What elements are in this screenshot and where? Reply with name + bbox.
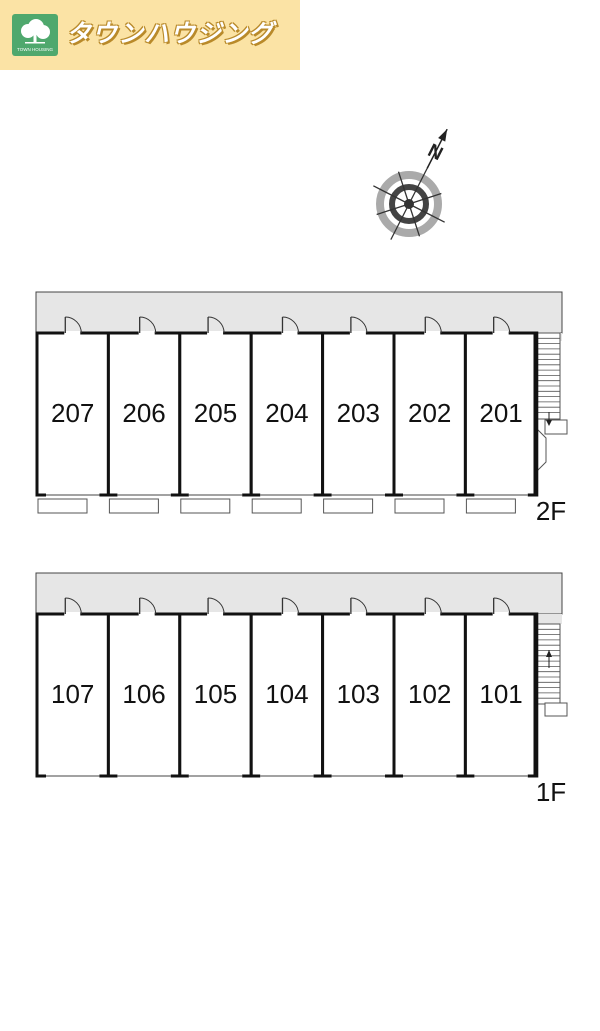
room-number: 206 — [122, 398, 165, 428]
room-number: 203 — [337, 398, 380, 428]
room-number: 207 — [51, 398, 94, 428]
door-icon — [424, 597, 442, 616]
floor-2f: 207 206 205 204 203 202 201 2F — [35, 291, 568, 526]
room-number: 204 — [265, 398, 308, 428]
floor-label: 1F — [536, 777, 566, 807]
balcony — [394, 498, 445, 514]
door-icon — [349, 316, 368, 335]
door-icon — [138, 597, 157, 616]
room-number: 201 — [479, 398, 522, 428]
door-icon — [492, 597, 511, 616]
balcony — [180, 498, 231, 514]
room-number: 106 — [122, 679, 165, 709]
logo-subtext: TOWN HOUSING — [17, 47, 53, 52]
corridor — [35, 291, 563, 334]
room-207: 207 — [35, 316, 110, 497]
room-number: 104 — [265, 679, 308, 709]
room-number: 107 — [51, 679, 94, 709]
north-arrow-icon — [426, 128, 448, 169]
room-201: 201 — [463, 316, 539, 497]
room-103: 103 — [321, 597, 396, 778]
room-number: 205 — [194, 398, 237, 428]
room-102: 102 — [392, 597, 467, 778]
balcony — [251, 498, 302, 514]
room-202: 202 — [392, 316, 467, 497]
door-icon — [281, 597, 299, 616]
balcony — [323, 498, 374, 514]
room-204: 204 — [249, 316, 325, 497]
room-106: 106 — [106, 597, 182, 778]
room-number: 101 — [479, 679, 522, 709]
balcony — [37, 498, 88, 514]
room-206: 206 — [106, 316, 182, 497]
door-icon — [207, 597, 225, 616]
room-205: 205 — [178, 316, 253, 497]
door-icon — [138, 316, 157, 335]
door-icon — [64, 597, 82, 616]
stairs — [536, 623, 568, 717]
room-203: 203 — [321, 316, 396, 497]
brand-banner: TOWN HOUSING タウンハウジング — [0, 0, 300, 70]
room-105: 105 — [178, 597, 253, 778]
room-number: 202 — [408, 398, 451, 428]
room-number: 105 — [194, 679, 237, 709]
floor-label: 2F — [536, 496, 566, 526]
balcony — [465, 498, 516, 514]
room-number: 102 — [408, 679, 451, 709]
brand-name: タウンハウジング — [66, 19, 275, 48]
door-icon — [349, 597, 368, 616]
room-104: 104 — [249, 597, 325, 778]
room-101: 101 — [463, 597, 539, 778]
door-icon — [424, 316, 442, 335]
tree-logo-icon: TOWN HOUSING — [12, 14, 58, 56]
door-icon — [492, 316, 511, 335]
corridor — [35, 572, 563, 615]
door-icon — [281, 316, 299, 335]
room-number: 103 — [337, 679, 380, 709]
balcony — [108, 498, 159, 514]
floor-1f: 107 106 105 104 103 102 101 1F — [35, 572, 568, 807]
north-label: N — [424, 140, 446, 165]
compass: N — [373, 128, 448, 240]
room-107: 107 — [35, 597, 110, 778]
door-icon — [64, 316, 82, 335]
door-icon — [207, 316, 225, 335]
